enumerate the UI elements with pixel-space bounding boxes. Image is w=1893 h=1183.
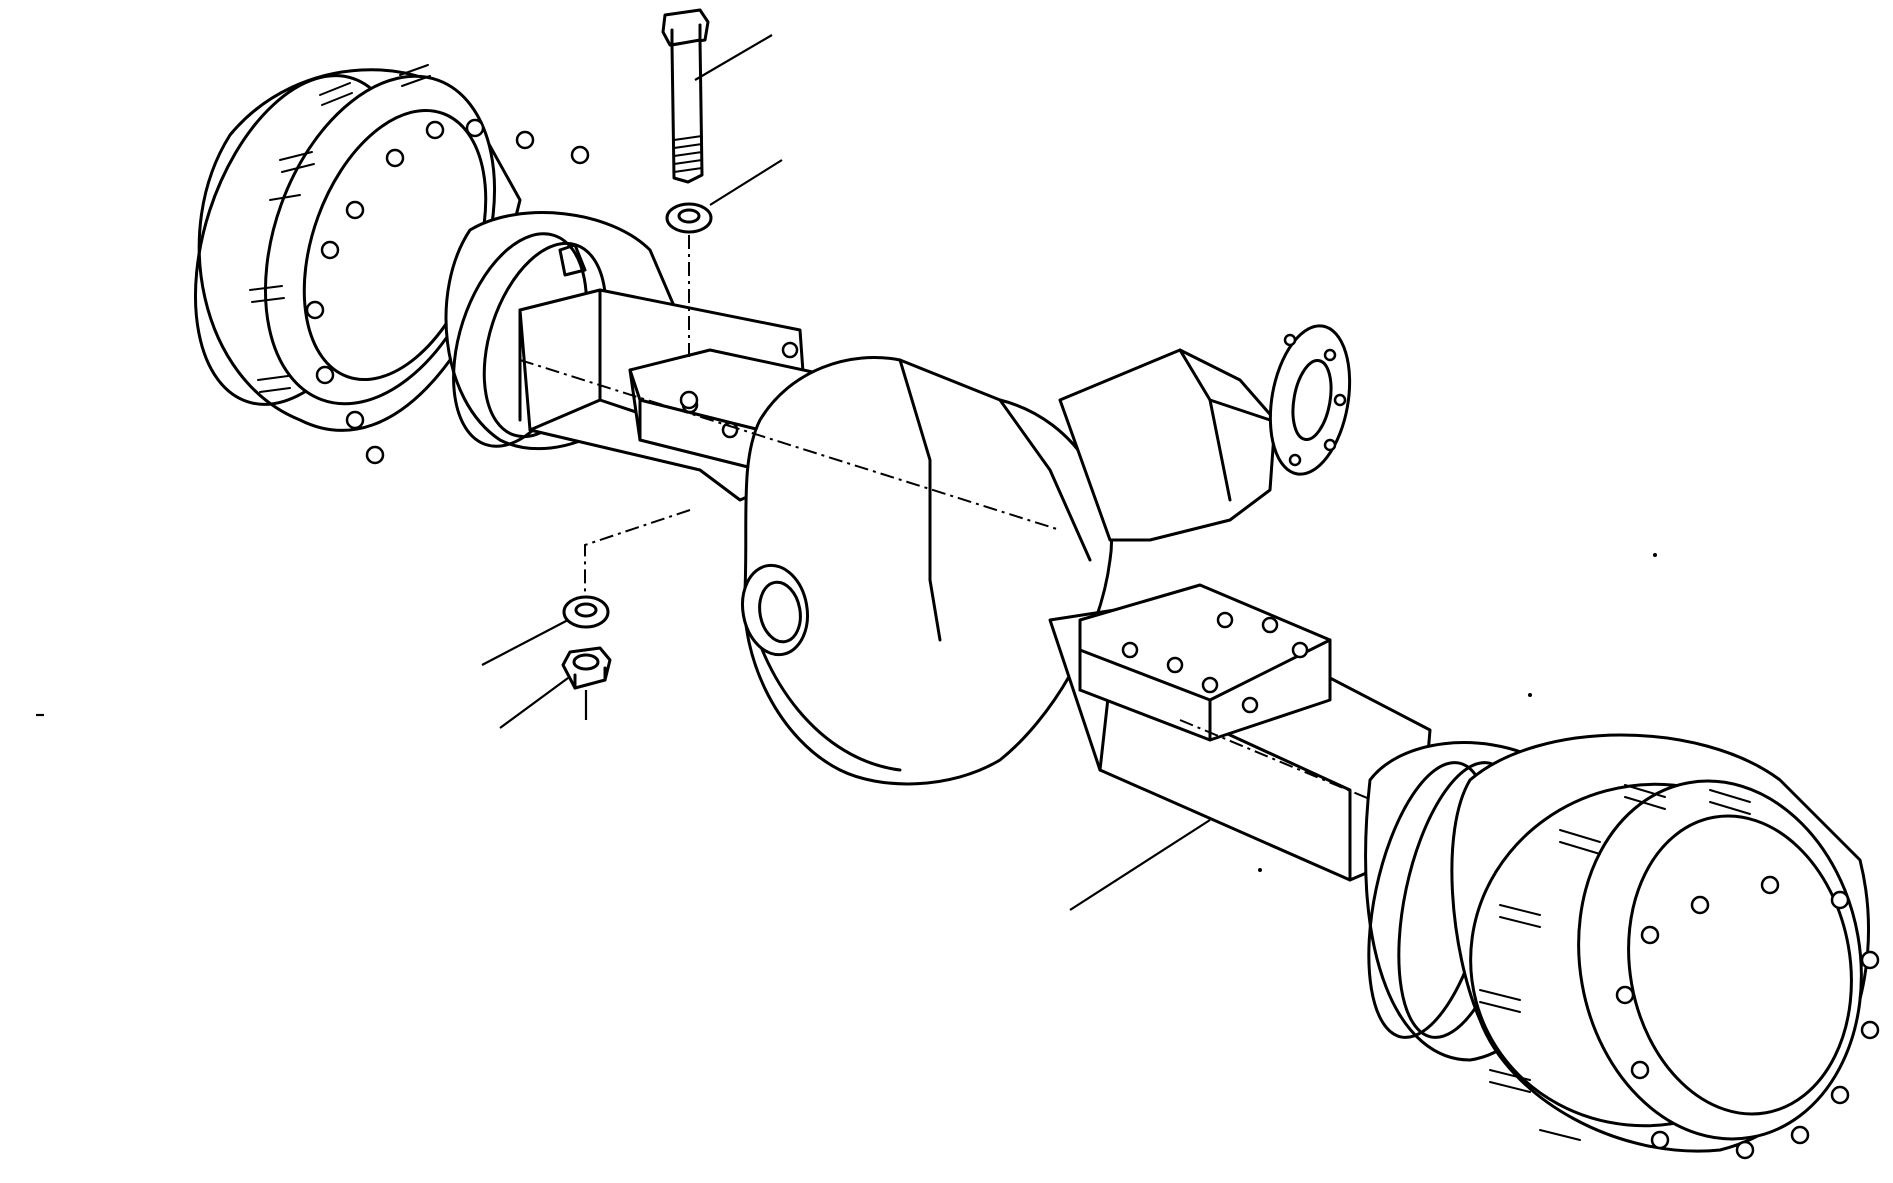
right-wheel-hub <box>1364 733 1880 1160</box>
speck <box>1653 553 1657 557</box>
speck <box>1528 693 1532 697</box>
nut <box>561 646 612 690</box>
speck <box>1258 868 1262 872</box>
lower-axis-line <box>584 509 691 595</box>
leader-washer-upper <box>709 159 783 206</box>
leader-washer-lower <box>481 619 569 666</box>
bolt-hole <box>679 390 699 410</box>
axle-beam <box>518 288 1432 882</box>
mounting-bolt <box>661 8 710 184</box>
leader-bolt <box>694 34 773 81</box>
washer-lower <box>562 595 610 629</box>
leader-axle <box>1069 819 1211 911</box>
leader-nut <box>499 677 569 729</box>
washer-upper <box>665 202 713 234</box>
